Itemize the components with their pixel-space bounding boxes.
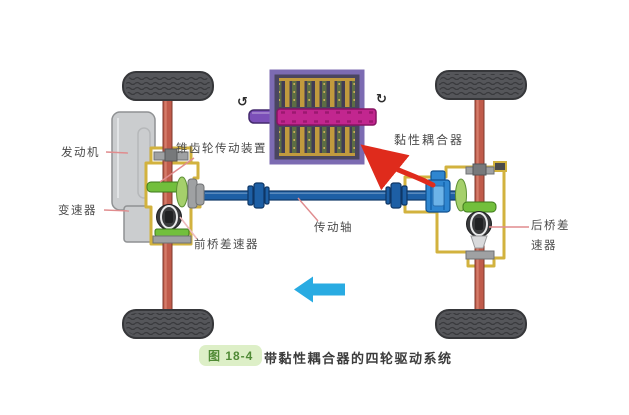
viscous-coupling-label: 黏性耦合器 <box>394 133 465 147</box>
rear-differential-label: 后桥差速器 <box>531 220 570 252</box>
front-differential-pointer-line <box>179 216 198 240</box>
drive-shaft-label: 传动轴 <box>314 222 353 234</box>
viscous-coupling-unit <box>425 170 451 213</box>
front-differential-label: 前桥差速器 <box>194 239 259 251</box>
coupling-plates-top <box>279 81 355 107</box>
universal-joint-rear <box>385 182 408 209</box>
figure-number-badge: 图 18-4 <box>199 345 263 366</box>
bevel-gear-drive-label: 锥齿轮传动装置 <box>176 143 267 155</box>
transmission-label: 变速器 <box>58 205 97 217</box>
engine-label: 发动机 <box>61 147 100 159</box>
coupling-plates-bottom <box>279 127 355 153</box>
front-left-tire <box>122 71 214 101</box>
rear-ring-gear <box>462 201 497 213</box>
front-bevel-gear <box>176 176 188 208</box>
figure-caption: 带黏性耦合器的四轮驱动系统 <box>264 351 453 366</box>
label-pointer-lines <box>103 151 529 240</box>
viscous-coupling-callout-arrow <box>360 144 436 191</box>
transmission-pointer-line <box>103 209 130 212</box>
front-right-tire <box>435 70 527 100</box>
rotation-arrow-left-icon: ↺ <box>237 94 248 109</box>
drive-shaft-pointer-line <box>297 197 319 222</box>
coupling-output-shaft <box>276 108 377 126</box>
front-ring-gear <box>146 181 182 193</box>
rotation-arrow-right-icon: ↻ <box>376 91 387 106</box>
front-differential-internals <box>146 148 205 244</box>
universal-joint-front <box>247 182 270 209</box>
bevel-gear-pointer-line <box>159 157 195 183</box>
travel-direction-arrow <box>294 276 345 303</box>
viscous-coupling-inset <box>248 69 377 165</box>
engine-block <box>111 111 156 243</box>
rear-left-tire <box>122 309 214 339</box>
rear-right-tire <box>435 309 527 339</box>
engine-pointer-line <box>105 151 129 154</box>
rear-differential-internals <box>425 163 497 260</box>
